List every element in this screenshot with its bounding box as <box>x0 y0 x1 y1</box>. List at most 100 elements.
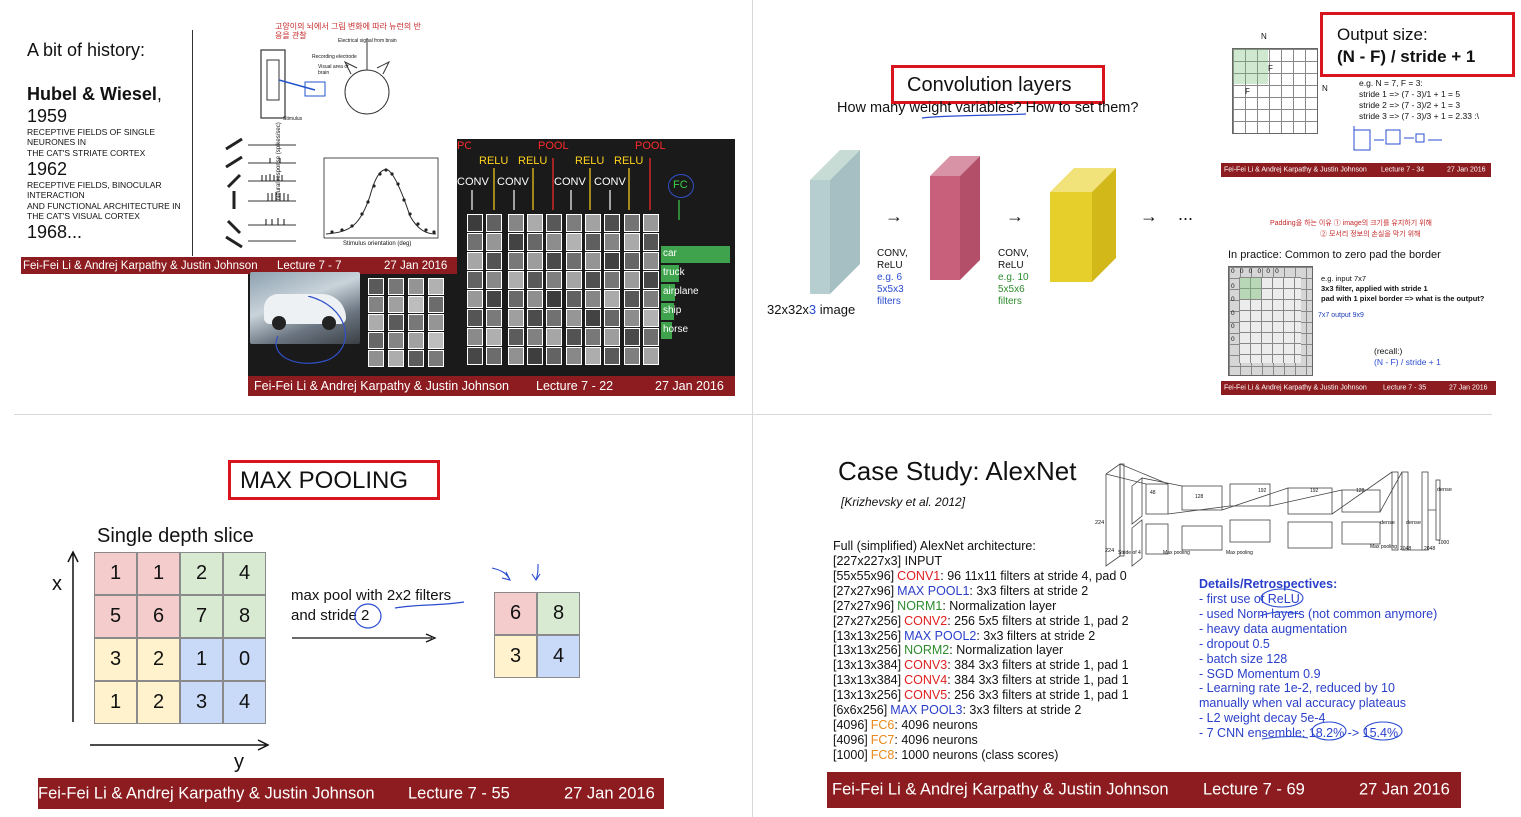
zero: 0 <box>1231 322 1235 330</box>
alexnet-diag-dense1: dense <box>1380 520 1395 526</box>
conv-label-2: CONV <box>497 176 529 188</box>
feature-map-tile <box>467 252 483 270</box>
padding-line: e.g. input 7x7 <box>1321 274 1367 283</box>
layer-shape: [4096] <box>833 717 868 732</box>
example-line: stride 1 => (7 - 3)/1 + 1 = 5 <box>1359 89 1461 99</box>
paper-1962: RECEPTIVE FIELDS, BINOCULAR INTERACTION … <box>27 180 181 222</box>
alexnet-diag-dense2: dense <box>1406 520 1421 526</box>
layer-desc: : 384 3x3 filters at stride 1, pad 1 <box>947 673 1129 688</box>
layer-desc: : 96 11x11 filters at stride 4, pad 0 <box>940 568 1127 583</box>
alexnet-diag-pool1: Max pooling <box>1163 550 1190 556</box>
feature-map-tile <box>527 328 543 346</box>
alexnet-diag-48: 48 <box>1150 490 1156 496</box>
diagram-label-2: Recording electrode <box>312 54 357 60</box>
output-size-footer: Fei-Fei Li & Andrej Karpathy & Justin Jo… <box>1221 163 1491 177</box>
feature-map-tile <box>546 233 562 251</box>
matrix-cell: 3 <box>94 638 137 681</box>
feature-map-tile <box>546 290 562 308</box>
layer-desc: : 4096 neurons <box>894 732 978 747</box>
layer-name: NORM2 <box>904 643 950 658</box>
feature-map-tile <box>585 347 601 365</box>
feature-map-tile <box>624 328 640 346</box>
feature-map-tile <box>368 296 384 313</box>
feature-map-tile <box>527 271 543 289</box>
layer-row: [27x27x96]NORM1: Normalization layer <box>833 599 1129 614</box>
relu-label-4: RELU <box>614 155 644 167</box>
feature-map-tile <box>643 328 659 346</box>
conv-title: Convolution layers <box>907 74 1072 96</box>
output-size-examples: e.g. N = 7, F = 3: stride 1 => (7 - 3)/1… <box>1359 78 1479 122</box>
conv-label-3: CONV <box>554 176 586 188</box>
paper-line: THE CAT'S STRIATE CORTEX <box>27 147 146 158</box>
feature-map-tile <box>527 309 543 327</box>
feature-map-tile <box>428 350 444 367</box>
layer-arrows <box>471 158 680 220</box>
ellipsis: ... <box>1178 204 1194 224</box>
padding-example: e.g. input 7x7 3x3 filter, applied with … <box>1321 274 1484 304</box>
layer-row: [13x13x256]MAX POOL2: 3x3 filters at str… <box>833 629 1129 644</box>
layer-shape: [13x13x384] <box>833 673 902 688</box>
matrix-cell: 3 <box>180 681 223 724</box>
feature-map-tile <box>508 271 524 289</box>
detail-item: - first use of ReLU <box>1199 592 1300 606</box>
arch-heading: Full (simplified) AlexNet architecture: <box>833 539 1036 553</box>
class-label: airplane <box>663 286 699 297</box>
padding-footer: Fei-Fei Li & Andrej Karpathy & Justin Jo… <box>1221 381 1496 395</box>
layer-desc: : Normalization layer <box>949 643 1064 658</box>
input-label-suffix: image <box>816 302 856 317</box>
feature-map-tile <box>546 309 562 327</box>
feature-map-tile <box>566 233 582 251</box>
feature-map-tile <box>624 290 640 308</box>
feature-map-tile <box>467 347 483 365</box>
conv1-volume <box>930 156 980 280</box>
layer-shape: [27x27x96] <box>833 598 895 613</box>
question-underline <box>921 113 1027 119</box>
zero: 0 <box>1231 296 1235 304</box>
feature-map-tile <box>368 332 384 349</box>
relu-label-3: RELU <box>575 155 605 167</box>
feature-map-tile <box>643 309 659 327</box>
layer-name: MAX POOL3 <box>890 703 963 718</box>
class-label: truck <box>663 267 685 278</box>
feature-map-tile <box>566 271 582 289</box>
feature-map-tile <box>408 332 424 349</box>
details-list: - first use of ReLU- used Norm layers (n… <box>1199 592 1437 741</box>
feature-map-tile <box>566 347 582 365</box>
handwritten-sketch <box>1353 126 1442 151</box>
feature-map-tile <box>486 271 502 289</box>
paper-line: AND FUNCTIONAL ARCHITECTURE IN <box>27 200 181 211</box>
feature-map-tile <box>408 278 424 295</box>
result-cell: 4 <box>537 635 580 678</box>
convnet-footer: Fei-Fei Li & Andrej Karpathy & Justin Jo… <box>248 376 735 396</box>
feature-map-tile <box>527 233 543 251</box>
layer-shape: [27x27x256] <box>833 613 902 628</box>
zero-column: 0 0 0 0 0 <box>1231 280 1235 346</box>
paper-line: RECEPTIVE FIELDS OF SINGLE <box>27 127 156 137</box>
input-volume <box>810 150 860 294</box>
feature-map-tile <box>604 252 620 270</box>
zero: 0 <box>1257 268 1267 275</box>
year-1968: 1968... <box>27 222 83 242</box>
layer-desc: : 3x3 filters at stride 2 <box>969 583 1089 598</box>
layer-row: [227x227x3] INPUT <box>833 554 1129 569</box>
feature-map-tile <box>566 309 582 327</box>
layer-desc: : 3x3 filters at stride 2 <box>962 703 1082 718</box>
tuning-curve-plot <box>323 157 439 239</box>
feature-map-tile <box>508 309 524 327</box>
inner-grid <box>1239 277 1301 363</box>
feature-map-tile <box>508 214 524 232</box>
matrix-cell: 5 <box>94 595 137 638</box>
class-score-bar <box>661 246 730 263</box>
feature-map-tile <box>486 214 502 232</box>
footer-authors: Fei-Fei Li & Andrej Karpathy & Justin Jo… <box>1224 166 1367 174</box>
layer-desc: : 256 3x3 filters at stride 1, pad 1 <box>947 688 1129 703</box>
feature-map-tile <box>643 214 659 232</box>
alexnet-diag-pool3: Max pooling <box>1370 544 1397 550</box>
feature-map-tile <box>486 309 502 327</box>
feature-map-tile <box>527 214 543 232</box>
footer-lecture: Lecture 7 - 7 <box>277 259 342 272</box>
feature-map-tile <box>585 271 601 289</box>
layer-shape: [13x13x256] <box>833 628 902 643</box>
class-label: car <box>663 248 677 259</box>
feature-map-tile <box>585 328 601 346</box>
